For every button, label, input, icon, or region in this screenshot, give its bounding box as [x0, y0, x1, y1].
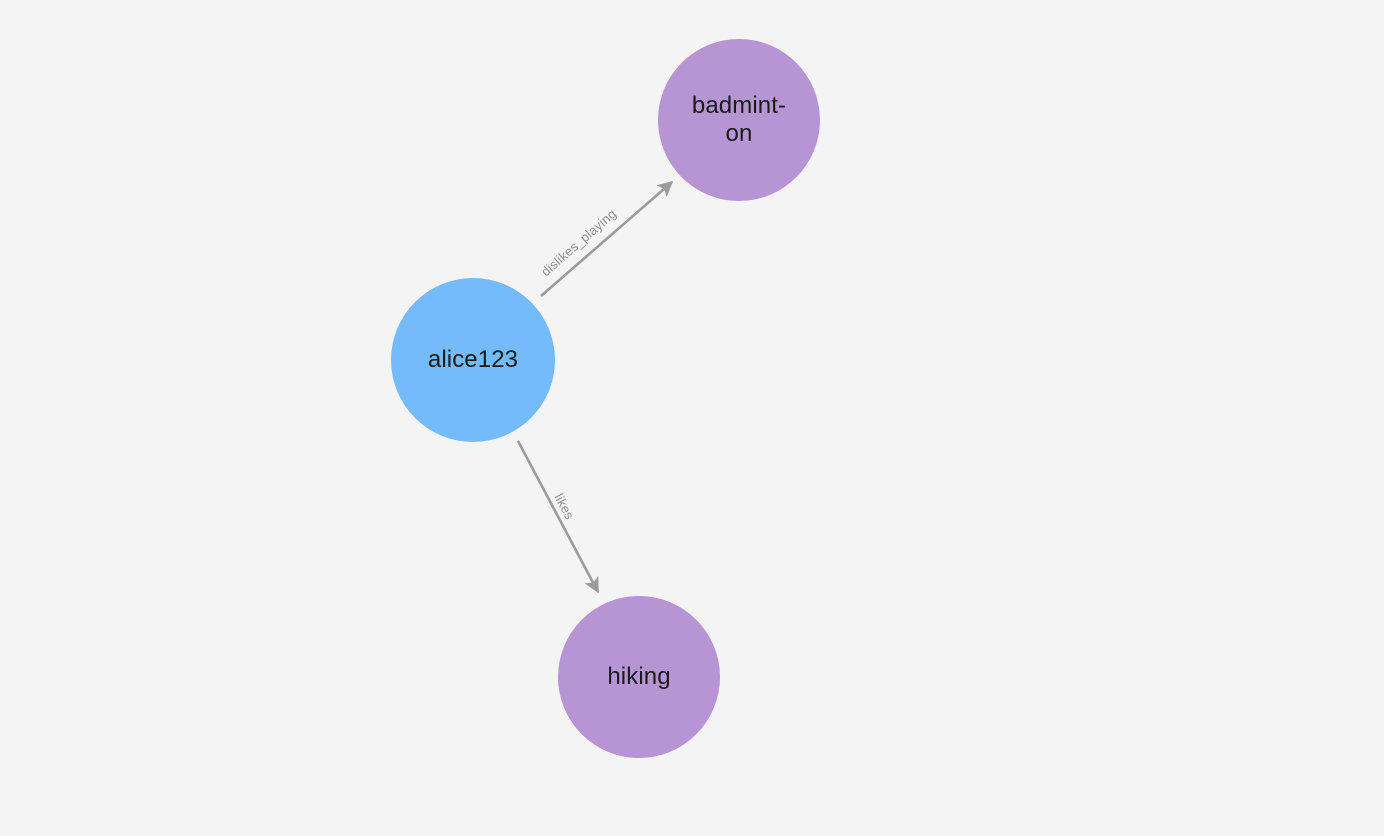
node-label-hiking: hiking [607, 663, 671, 691]
edge-alice123-hiking[interactable] [516, 440, 600, 594]
edge-alice123-badminton[interactable] [540, 180, 674, 297]
node-label-alice123: alice123 [427, 346, 519, 374]
graph-node-badminton[interactable]: badmint- on [658, 39, 820, 201]
node-label-badminton: badmint- on [691, 92, 787, 147]
graph-node-alice123[interactable]: alice123 [391, 278, 555, 442]
graph-node-hiking[interactable]: hiking [558, 596, 720, 758]
